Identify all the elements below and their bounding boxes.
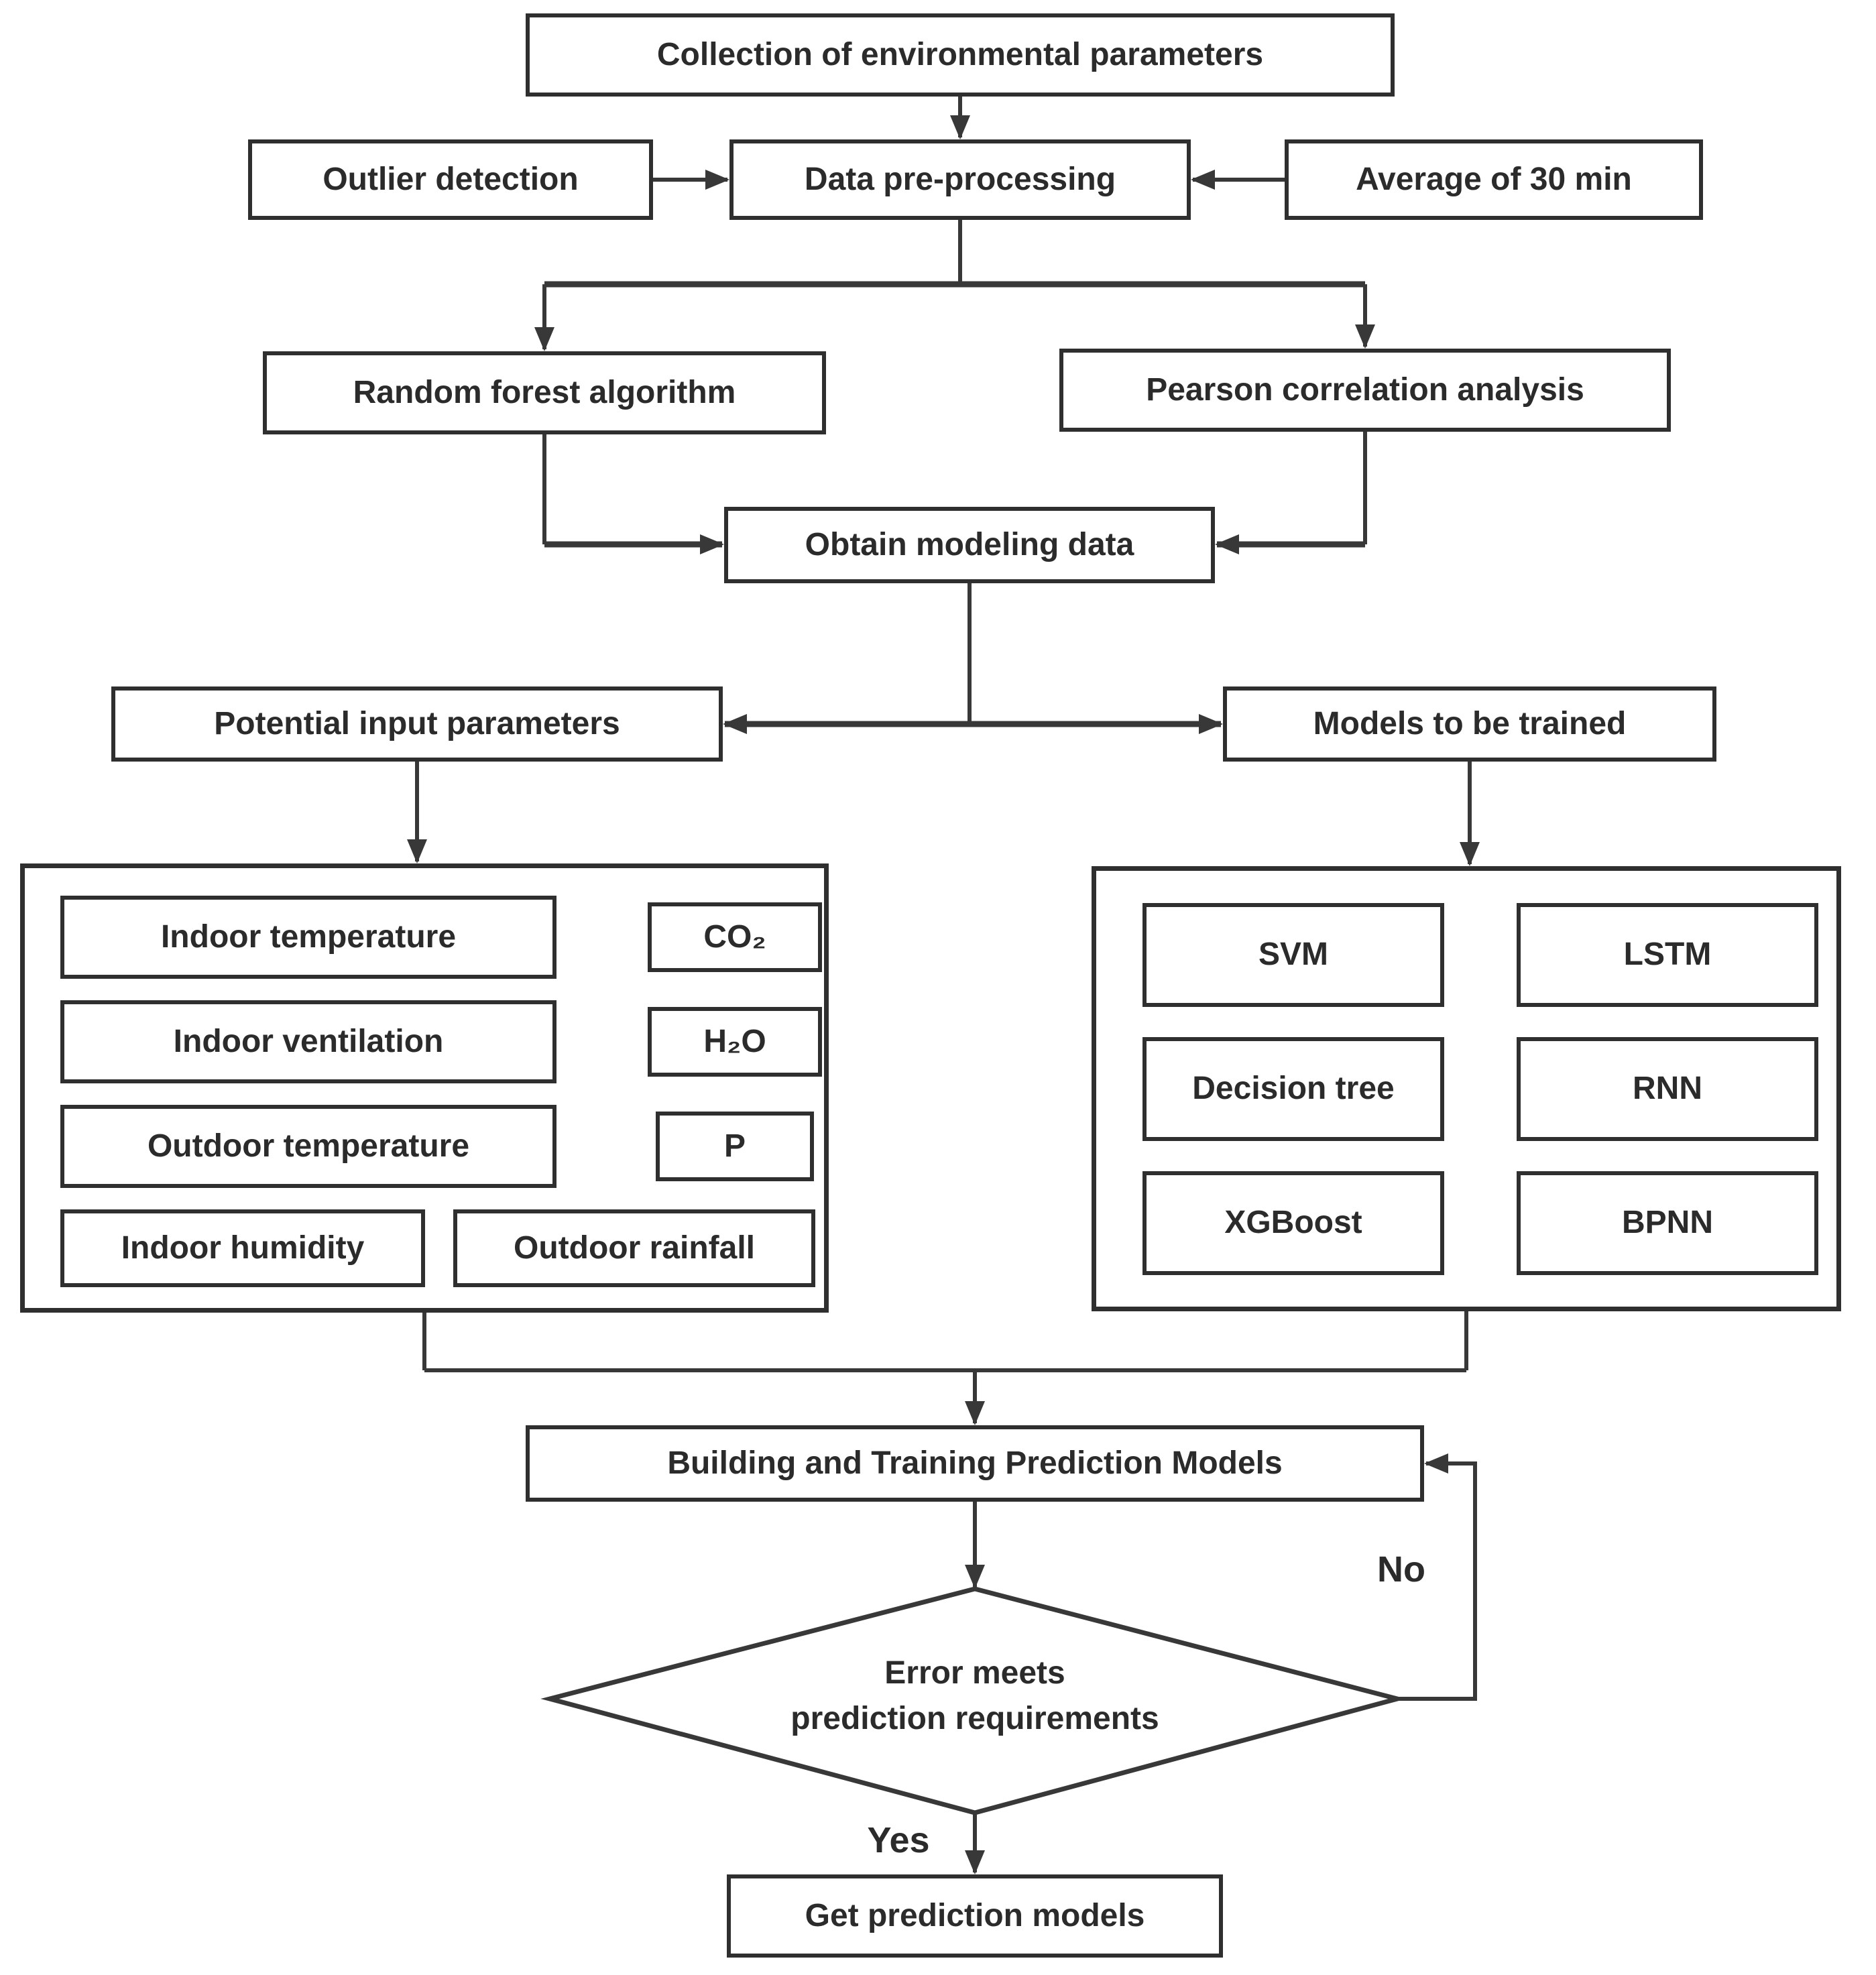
node-average-30min: Average of 30 min xyxy=(1285,139,1703,220)
node-outlier-detection: Outlier detection xyxy=(248,139,653,220)
param-outdoor-rainfall: Outdoor rainfall xyxy=(453,1209,815,1287)
param-pressure: P xyxy=(656,1112,814,1181)
node-get-prediction-models: Get prediction models xyxy=(727,1874,1223,1958)
node-collection: Collection of environmental parameters xyxy=(526,13,1395,97)
model-svm: SVM xyxy=(1142,903,1444,1007)
node-obtain-modeling-data: Obtain modeling data xyxy=(724,507,1215,583)
param-outdoor-temperature: Outdoor temperature xyxy=(60,1105,556,1188)
node-data-preprocessing: Data pre-processing xyxy=(729,139,1191,220)
decision-diamond xyxy=(540,1586,1407,1815)
node-potential-inputs: Potential input parameters xyxy=(111,686,723,762)
arrow-no-feedback-loop xyxy=(1397,1453,1477,1701)
branch-label-no: No xyxy=(1377,1549,1425,1590)
decision-text-line1: Error meets xyxy=(884,1655,1065,1691)
node-random-forest: Random forest algorithm xyxy=(263,351,826,434)
node-models-to-be-trained: Models to be trained xyxy=(1223,686,1716,762)
node-building-training: Building and Training Prediction Models xyxy=(526,1425,1424,1502)
branch-label-yes: Yes xyxy=(867,1820,930,1860)
param-indoor-ventilation: Indoor ventilation xyxy=(60,1000,556,1083)
param-h2o: H₂O xyxy=(648,1007,822,1077)
model-decision-tree: Decision tree xyxy=(1142,1037,1444,1141)
model-lstm: LSTM xyxy=(1517,903,1818,1007)
model-bpnn: BPNN xyxy=(1517,1171,1818,1275)
param-co2: CO₂ xyxy=(648,902,822,972)
model-xgboost: XGBoost xyxy=(1142,1171,1444,1275)
decision-text: Error meets prediction requirements xyxy=(738,1651,1212,1742)
param-indoor-humidity: Indoor humidity xyxy=(60,1209,425,1287)
decision-text-line2: prediction requirements xyxy=(790,1701,1159,1736)
node-pearson-analysis: Pearson correlation analysis xyxy=(1059,349,1671,432)
model-rnn: RNN xyxy=(1517,1037,1818,1141)
param-indoor-temperature: Indoor temperature xyxy=(60,896,556,979)
